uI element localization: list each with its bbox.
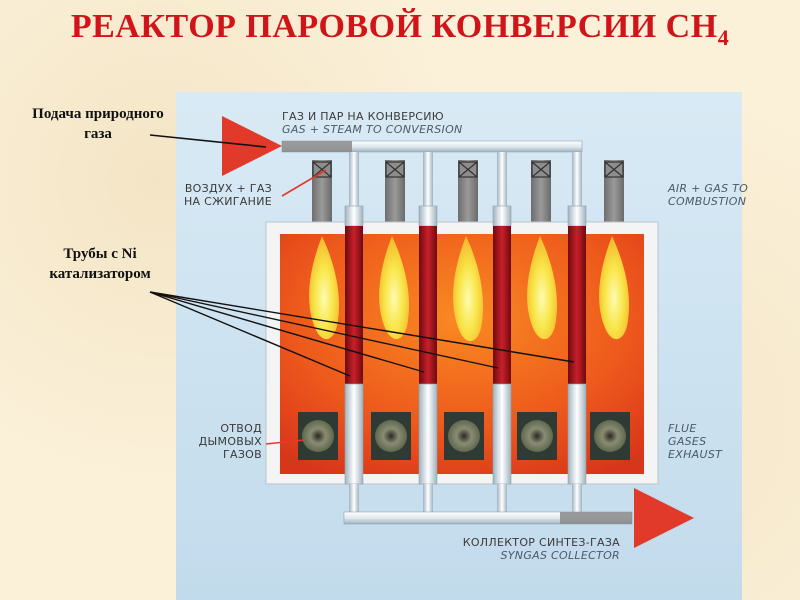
tubes-label: Трубы с Ni катализатором — [20, 244, 180, 284]
air-gas-label-en-2: COMBUSTION — [668, 195, 746, 208]
flame-2 — [379, 236, 410, 340]
flue-exhaust-boxes — [298, 412, 630, 460]
valve-icon — [531, 161, 551, 178]
gas-feed-label-line1: Подача природного — [32, 106, 164, 122]
burner-flames — [309, 236, 630, 342]
air-gas-label-ru-2: НА СЖИГАНИЕ — [184, 195, 272, 208]
catalyst-tubes — [344, 152, 587, 518]
tubes-label-line2: катализатором — [49, 266, 151, 282]
flue-label-ru-1: ОТВОД — [220, 422, 262, 435]
flue-label-en-2: GASES — [668, 435, 706, 448]
syngas-outlet-segment — [560, 512, 632, 524]
feed-inlet-segment — [282, 141, 352, 152]
flue-label-en-3: EXHAUST — [668, 448, 723, 461]
flue-pointer — [265, 439, 305, 445]
catalyst-tube-1 — [344, 152, 364, 518]
catalyst-tube-4 — [567, 152, 587, 518]
valve-icon — [312, 161, 332, 178]
flame-3 — [453, 236, 484, 342]
catalyst-tube-2 — [418, 152, 438, 518]
chimney-valve-icons — [312, 161, 624, 178]
flue-label-en-1: FLUE — [668, 422, 697, 435]
valve-icon — [604, 161, 624, 178]
flame-4 — [527, 236, 558, 340]
collector-label-en: SYNGAS COLLECTOR — [500, 549, 620, 562]
catalyst-tube-3 — [492, 152, 512, 518]
slide-title: РЕАКТОР ПАРОВОЙ КОНВЕРСИИ СН4 — [0, 8, 800, 50]
gas-feed-leader-line — [149, 134, 267, 148]
title-main: РЕАКТОР ПАРОВОЙ КОНВЕРСИИ СН — [70, 8, 718, 45]
flue-label-ru-2: ДЫМОВЫХ — [199, 435, 263, 448]
flue-label-ru-3: ГАЗОВ — [223, 448, 262, 461]
flame-1 — [309, 236, 340, 340]
valve-icon — [385, 161, 405, 178]
gas-steam-label-en: GAS + STEAM TO CONVERSION — [282, 123, 463, 136]
gas-steam-label-ru: ГАЗ И ПАР НА КОНВЕРСИЮ — [282, 110, 444, 123]
tubes-leader-lines — [149, 291, 575, 377]
tubes-label-line1: Трубы с Ni — [63, 246, 137, 262]
air-gas-label-ru-1: ВОЗДУХ + ГАЗ — [185, 182, 272, 195]
air-gas-label-en-1: AIR + GAS TO — [667, 182, 748, 195]
air-gas-pointer — [281, 169, 327, 197]
title-subscript: 4 — [717, 25, 730, 50]
valve-icon — [458, 161, 478, 178]
gas-feed-label: Подача природного газа — [8, 104, 188, 144]
flame-5 — [599, 236, 630, 340]
gas-feed-label-line2: газа — [84, 126, 112, 142]
collector-label-ru: КОЛЛЕКТОР СИНТЕЗ-ГАЗА — [463, 536, 620, 549]
